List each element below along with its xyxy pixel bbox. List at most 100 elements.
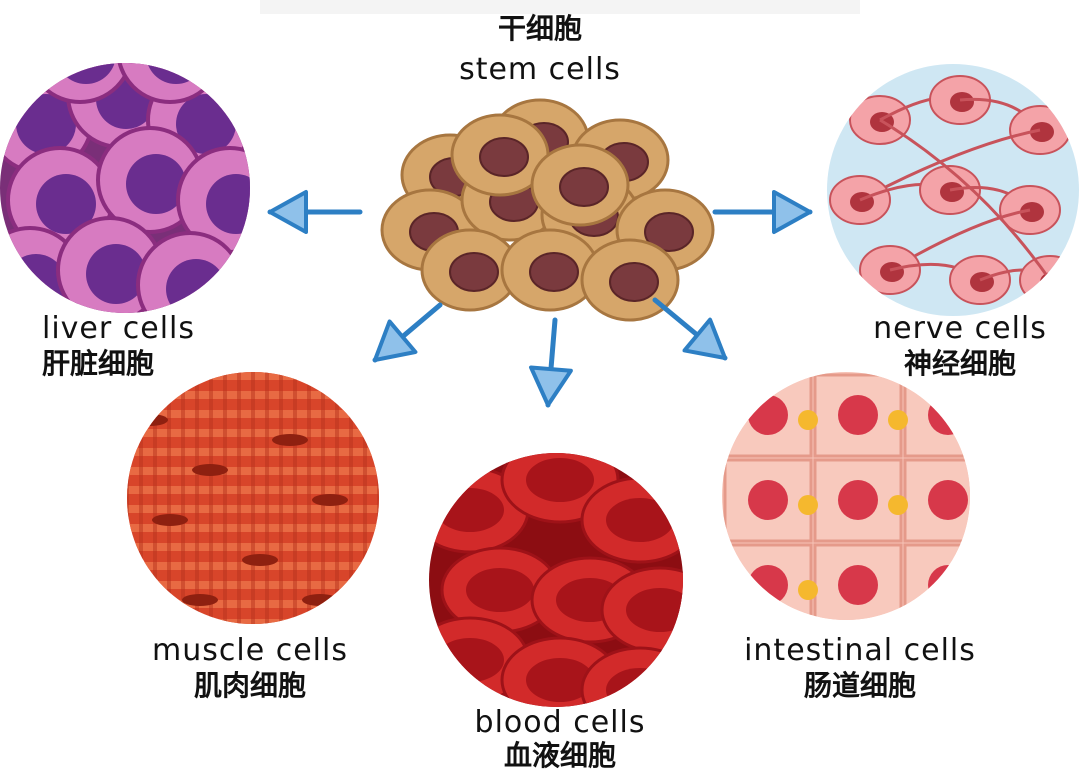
red-blood-cell-center [436,638,504,682]
nerve-cells-circle [827,64,1079,316]
liver-cell [26,63,134,104]
muscle-nucleus [152,514,188,526]
red-blood-cell-center [526,458,594,502]
stem-cell-nucleus [644,212,694,252]
muscle-striation [195,372,199,624]
liver-cells-label: liver cells 肝脏细胞 [20,312,220,380]
muscle-striation [251,372,255,624]
stem-cells-label-zh: 干细胞 [497,12,582,45]
muscle-striation [265,372,269,624]
stem-cell-cluster [380,98,715,322]
stem-cell-nucleus [559,167,609,207]
muscle-striation [279,372,283,624]
nerve-cells-label-en: nerve cells [873,311,1047,346]
intestinal-cells-label-en: intestinal cells [744,633,976,668]
intestinal-cell-nucleus [928,565,968,605]
muscle-nucleus [302,594,338,606]
stem-cell-nucleus [449,252,499,292]
stem-cells-label: 干细胞 stem cells [440,12,640,86]
cell-junction [798,495,818,515]
muscle-nucleus [192,464,228,476]
arrow-head [529,365,573,407]
intestinal-cell-nucleus [748,480,788,520]
muscle-striation [209,372,213,624]
muscle-cells-label: muscle cells 肌肉细胞 [150,634,350,702]
intestinal-cell-nucleus [928,395,968,435]
muscle-nucleus [242,554,278,566]
muscle-nucleus [312,494,348,506]
nerve-cell-nucleus [950,92,974,112]
red-blood-cell-center [466,568,534,612]
intestinal-cells-label: intestinal cells 肠道细胞 [735,634,985,702]
intestinal-cell-nucleus [838,565,878,605]
nerve-cells-label-zh: 神经细胞 [903,347,1016,380]
stem-cell-nucleus [609,262,659,302]
nerve-cell-nucleus [1040,272,1064,292]
arrow-head [268,190,308,234]
nerve-cells-label: nerve cells 神经细胞 [860,312,1060,380]
muscle-striation [293,372,297,624]
intestinal-cell-nucleus [748,565,788,605]
intestinal-cell-nucleus [838,480,878,520]
faded-heading-remnant [260,0,860,14]
muscle-striation [391,370,395,630]
muscle-nucleus [132,414,168,426]
liver-cell-nucleus [56,63,116,84]
liver-cell-nucleus [146,63,206,84]
blood-cells-circle [429,453,683,707]
muscle-cells-label-zh: 肌肉细胞 [193,669,306,702]
cell-junction [888,410,908,430]
muscle-striation [237,372,241,624]
cell-junction [798,580,818,600]
muscle-striation [349,372,353,624]
cell-junction [798,410,818,430]
blood-cells-label: blood cells 血液细胞 [460,706,660,772]
stem-cell-nucleus [529,252,579,292]
muscle-striation [139,372,143,624]
nerve-cell-body [1019,255,1079,305]
liver-cells-label-zh: 肝脏细胞 [42,347,155,380]
muscle-striation [181,372,185,624]
muscle-striation [223,372,227,624]
muscle-nucleus [272,434,308,446]
muscle-striation [167,372,171,624]
intestinal-cell-nucleus [838,395,878,435]
liver-cell-nucleus [16,94,76,154]
intestinal-cell-nucleus [748,395,788,435]
intestinal-cell [903,543,970,620]
arrow-head [373,319,418,362]
arrow-head [772,190,812,234]
red-blood-cell-center [526,658,594,702]
muscle-striation [127,372,129,624]
liver-cell-nucleus [206,174,250,234]
muscle-striation [153,372,157,624]
nerve-cell-nucleus [880,262,904,282]
blood-cells-label-zh: 血液细胞 [503,739,616,772]
liver-cells-label-en: liver cells [42,311,196,346]
arrows [267,190,813,408]
muscle-striation [363,372,367,624]
liver-cells-circle [0,63,250,313]
intestinal-cell [903,373,970,458]
cell-junction [888,495,908,515]
red-blood-cell-center [436,488,504,532]
muscle-cells-label-en: muscle cells [152,633,348,668]
nerve-cell-nucleus [940,182,964,202]
muscle-striation [307,372,311,624]
intestinal-cells-circle [722,372,970,620]
muscle-cells-circle [127,370,395,630]
liver-cell-nucleus [86,244,146,304]
intestinal-cells-label-zh: 肠道细胞 [803,669,916,702]
red-blood-cell-center [606,498,674,542]
intestinal-cell-nucleus [928,480,968,520]
liver-cell-nucleus [126,154,186,214]
red-blood-cell-center [626,588,683,632]
nerve-fiber [879,118,1052,281]
blood-cells-label-en: blood cells [474,705,646,740]
liver-cell-nucleus [176,94,236,154]
liver-cell-nucleus [36,174,96,234]
stem-cell-nucleus [479,137,529,177]
nerve-cell-nucleus [1020,202,1044,222]
muscle-nucleus [182,594,218,606]
